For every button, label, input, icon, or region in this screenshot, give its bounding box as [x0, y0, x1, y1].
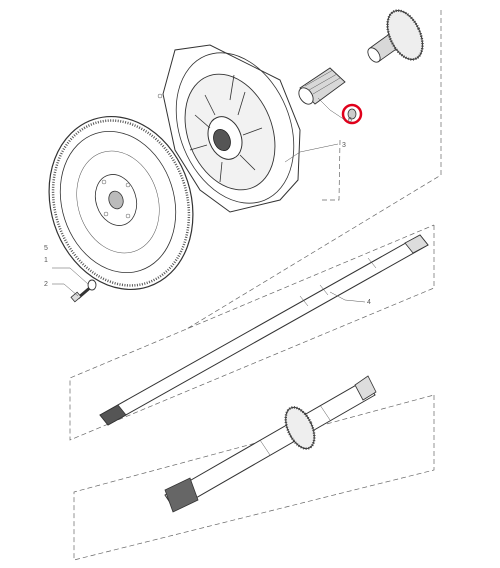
- main-shaft: [164, 375, 377, 513]
- gear: [367, 9, 424, 63]
- callout-label: 2: [44, 281, 48, 288]
- washer: [87, 279, 97, 291]
- assembly-boundary-upper: [184, 10, 442, 331]
- input-shaft: [99, 234, 429, 426]
- highlight-ring: [341, 103, 363, 125]
- flywheel: [48, 115, 194, 291]
- callout-label: 6: [348, 117, 352, 124]
- splined-sleeve: [298, 67, 346, 105]
- pilot-bearing: [341, 103, 363, 125]
- assembly-boundary-middle: [69, 224, 435, 441]
- callout-label: 5: [44, 245, 48, 252]
- callout-label: 3: [342, 142, 346, 149]
- leader-lines: [52, 97, 366, 303]
- clutch-assembly: [157, 44, 301, 213]
- callout-label: 1: [44, 257, 48, 264]
- assembly-boundary-lower: [73, 394, 435, 561]
- callout-label: 4: [367, 299, 371, 306]
